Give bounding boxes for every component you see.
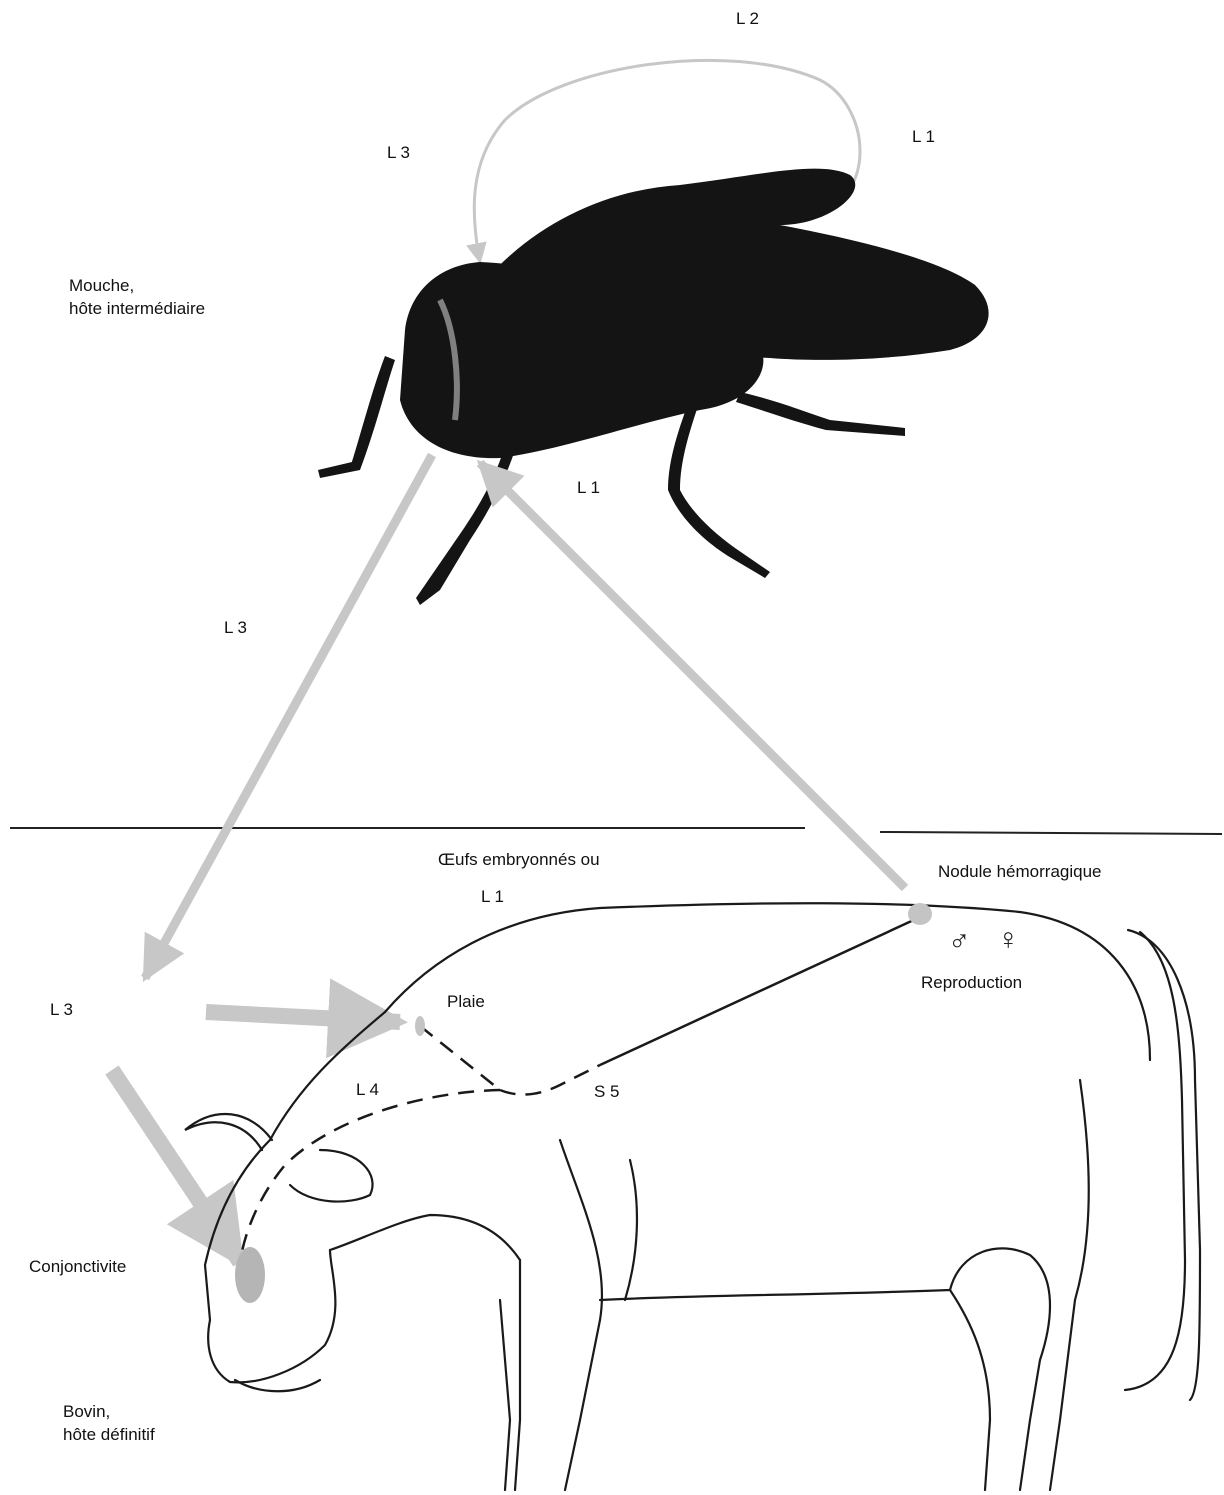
label-l2: L 2 (736, 9, 759, 29)
label-fly-host-role: hôte intermédiaire (69, 299, 205, 319)
label-cattle-host: Bovin, (63, 1402, 110, 1422)
separator-line (10, 828, 1222, 834)
fly-icon (318, 169, 989, 605)
cattle-icon (185, 903, 1200, 1490)
label-l3-transmission: L 3 (224, 618, 247, 638)
conjunctiva-spot (235, 1247, 265, 1303)
female-symbol-icon: ♀ (997, 925, 1020, 955)
l3-transmission-arrow (145, 455, 432, 978)
label-nodule: Nodule hémorragique (938, 862, 1102, 882)
label-l1-eggs: L 1 (481, 887, 504, 907)
label-s5: S 5 (594, 1082, 620, 1102)
eye-entry-arrow (112, 1070, 240, 1262)
migration-path (240, 918, 918, 1262)
wound-entry-arrow (206, 1012, 400, 1022)
male-symbol-icon: ♂ (948, 927, 971, 957)
label-l1-under-fly: L 1 (577, 478, 600, 498)
label-wound: Plaie (447, 992, 485, 1012)
label-fly-host: Mouche, (69, 276, 134, 296)
label-l4: L 4 (356, 1080, 379, 1100)
label-eggs: Œufs embryonnés ou (438, 850, 600, 870)
label-l3-cow: L 3 (50, 1000, 73, 1020)
nodule-spot (908, 903, 932, 925)
wound-spot (415, 1016, 425, 1036)
label-l3-fly: L 3 (387, 143, 410, 163)
label-reproduction: Reproduction (921, 973, 1022, 993)
label-l1-fly: L 1 (912, 127, 935, 147)
label-conjunctivitis: Conjonctivite (29, 1257, 126, 1277)
label-cattle-host-role: hôte définitif (63, 1425, 155, 1445)
